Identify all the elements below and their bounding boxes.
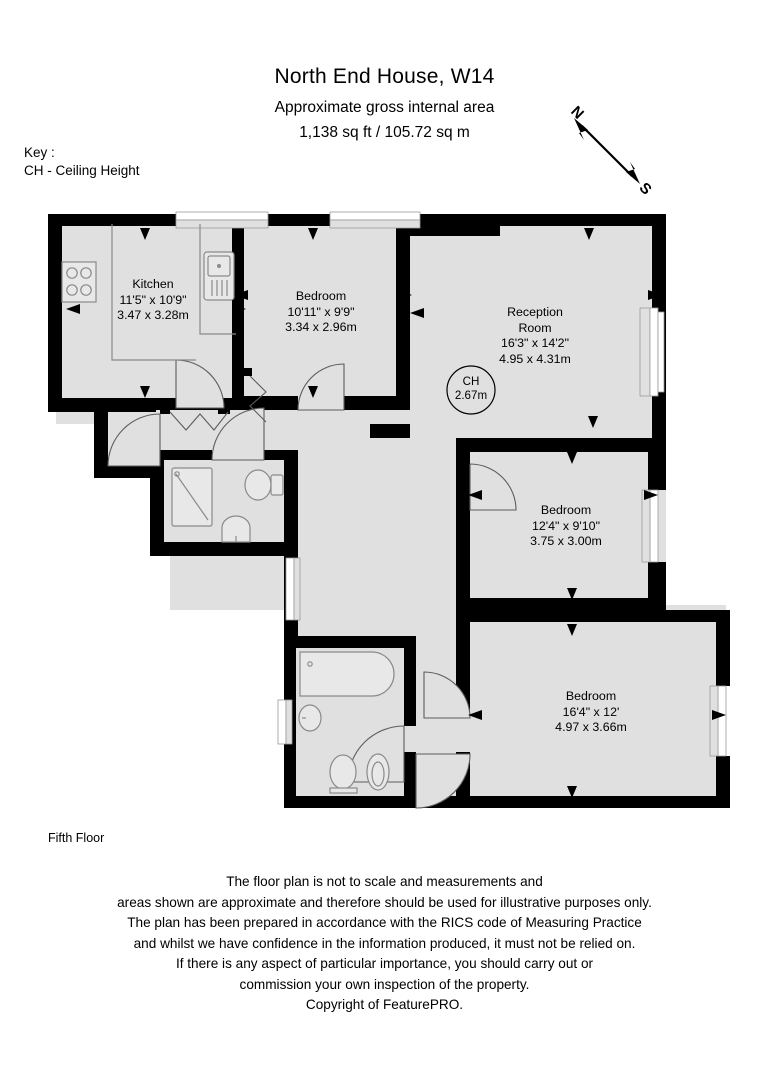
- disclaimer-line-1: The floor plan is not to scale and measu…: [226, 874, 543, 889]
- plan-svg: [48, 211, 730, 809]
- floor-caption: Fifth Floor: [48, 831, 105, 845]
- fixtures: [61, 224, 395, 794]
- disclaimer-copyright: Copyright of FeaturePRO.: [305, 997, 464, 1012]
- kitchen-dim-metric: 3.47 x 3.28m: [117, 308, 189, 322]
- floor-plan-drawing: Kitchen 11'5" x 10'9" 3.47 x 3.28m Bedro…: [0, 200, 769, 825]
- reception-dim-imperial: 16'3" x 14'2": [501, 336, 569, 350]
- reception-dim-metric: 4.95 x 4.31m: [499, 351, 571, 366]
- bedroom-3-name: Bedroom: [565, 689, 617, 703]
- windows: [175, 211, 727, 757]
- hob-icon: [61, 261, 97, 303]
- basin-icon-2: [298, 704, 322, 732]
- disclaimer-line-3: The plan has been prepared in accordance…: [127, 915, 642, 930]
- bedroom-1-dim-imperial: 10'11" x 9'9": [287, 304, 355, 319]
- compass-north-label: N: [567, 104, 587, 123]
- dimension-markers: [66, 228, 726, 798]
- room-label-reception-room: Reception Room 16'3" x 14'2" 4.95 x 4.31…: [460, 305, 610, 367]
- key-block: Key : CH - Ceiling Height: [24, 144, 140, 180]
- disclaimer-block: The floor plan is not to scale and measu…: [0, 872, 769, 1016]
- cupboard-doors: [169, 368, 267, 431]
- disclaimer-line-6: commission your own inspection of the pr…: [239, 976, 530, 992]
- bedroom-2-name: Bedroom: [540, 503, 592, 517]
- ch-value: 2.67m: [454, 389, 488, 402]
- bedroom-2-dim-imperial: 12'4" x 9'10": [532, 518, 600, 533]
- bedroom-1-name: Bedroom: [295, 289, 347, 303]
- kitchen-dim-imperial: 11'5" x 10'9": [119, 292, 187, 307]
- disclaimer-line-2: areas shown are approximate and therefor…: [117, 894, 652, 910]
- ceiling-height-marker: [446, 365, 496, 415]
- room-label-bedroom-3: Bedroom 16'4" x 12' 4.97 x 3.66m: [521, 689, 661, 736]
- plan-header: North End House, W14 Approximate gross i…: [0, 64, 769, 145]
- ceiling-height-label: CH 2.67m: [447, 375, 495, 403]
- toilet-icon-2: [329, 754, 358, 794]
- room-label-kitchen: Kitchen 11'5" x 10'9" 3.47 x 3.28m: [88, 277, 218, 324]
- area-value: 1,138 sq ft / 105.72 sq m: [299, 124, 470, 141]
- bedroom-3-dim-imperial: 16'4" x 12': [562, 704, 620, 719]
- compass-rose: N S: [552, 103, 662, 198]
- reception-name-line2: Room: [518, 320, 552, 335]
- disclaimer-line-4: and whilst we have confidence in the inf…: [133, 935, 636, 951]
- area-subtitle: Approximate gross internal area: [274, 99, 495, 116]
- key-heading: Key :: [24, 145, 55, 160]
- disclaimer-line-5: If there is any aspect of particular imp…: [175, 956, 594, 971]
- kitchen-name: Kitchen: [132, 277, 174, 291]
- reception-name-line1: Reception: [507, 305, 563, 319]
- ch-abbr: CH: [462, 375, 480, 388]
- page-title: North End House, W14: [274, 65, 495, 88]
- toilet-icon: [244, 469, 284, 501]
- door-swings: [107, 359, 517, 809]
- compass-icon: N S: [567, 103, 654, 198]
- basin-icon: [221, 515, 251, 543]
- bedroom-2-dim-metric: 3.75 x 3.00m: [530, 534, 602, 548]
- room-label-bedroom-2: Bedroom 12'4" x 9'10" 3.75 x 3.00m: [496, 503, 636, 550]
- shower-icon: [171, 467, 213, 527]
- bedroom-1-dim-metric: 3.34 x 2.96m: [285, 320, 357, 334]
- room-label-bedroom-1: Bedroom 10'11" x 9'9" 3.34 x 2.96m: [256, 289, 386, 336]
- bath-icon: [299, 651, 395, 697]
- key-entry-ceiling-height: CH - Ceiling Height: [24, 163, 140, 178]
- bedroom-3-dim-metric: 4.97 x 3.66m: [555, 720, 627, 734]
- sink-icon: [203, 251, 235, 301]
- bidet-icon: [366, 753, 390, 791]
